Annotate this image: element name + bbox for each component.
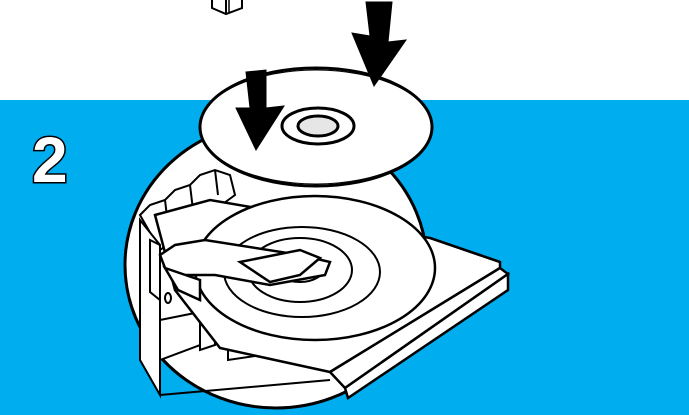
drive-unit-icon	[212, 0, 242, 14]
cd-disc-icon	[200, 68, 432, 186]
